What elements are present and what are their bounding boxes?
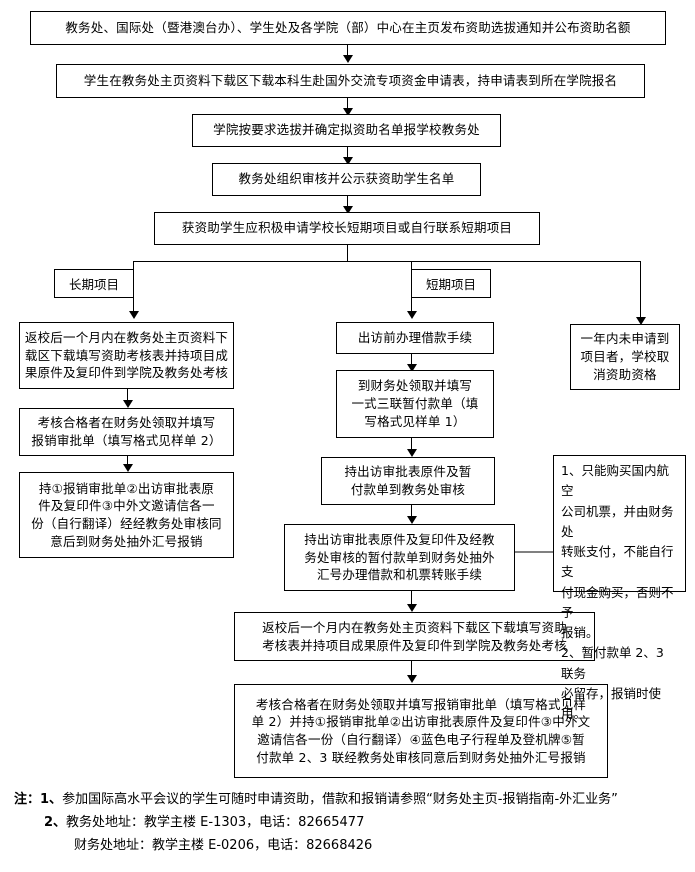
- branch-label-short-term: 短期项目: [411, 269, 491, 298]
- footnote-text-3: 财务处地址：教学主楼 E-0206，电话：82668426: [74, 837, 373, 853]
- footnote-text-2: 教务处地址：教学主楼 E-1303，电话：82665477: [66, 814, 365, 830]
- footnote-number-2: 2、: [44, 814, 67, 830]
- footnote-number-1: 1、: [40, 792, 63, 807]
- arrow-3-4: [343, 157, 353, 165]
- connector-mid-1-2: [411, 354, 412, 366]
- arrow-left-1-2: [123, 400, 133, 408]
- arrow-branch-right: [636, 317, 646, 325]
- connector-mid-2-3: [411, 438, 412, 451]
- arrow-mid-1-2: [407, 364, 417, 372]
- left-branch-box-1: 返校后一个月内在教务处主页资料下 载区下载填写资助考核表并持项目成 果原件及复印…: [19, 322, 234, 389]
- arrow-mid-5-6: [407, 675, 417, 683]
- arrow-2-3: [343, 108, 353, 116]
- connector-mid-5-6: [411, 661, 412, 677]
- connector-mid-4-5: [411, 591, 412, 606]
- connector-split-stem: [347, 245, 348, 262]
- middle-branch-box-3: 持出访审批表原件及暂 付款单到教务处审核: [321, 457, 495, 505]
- footnotes: 注： 1、 参加国际高水平会议的学生可随时申请资助，借款和报销请参照“财务处主页…: [14, 789, 694, 857]
- flow-step-1: 教务处、国际处（暨港澳台办）、学生处及各学院（部）中心在主页发布资助选拔通知并公…: [30, 11, 666, 45]
- connector-4-5: [347, 196, 348, 208]
- flow-step-2: 学生在教务处主页资料下载区下载本科生赴国外交流专项资金申请表，持申请表到所在学院…: [56, 64, 645, 98]
- right-branch-box-1: 一年内未申请到 项目者，学校取 消资助资格: [570, 324, 680, 390]
- connector-left-1-2: [127, 389, 128, 402]
- connector-3-4: [347, 147, 348, 159]
- flow-step-3: 学院按要求选拔并确定拟资助名单报学校教务处: [192, 114, 501, 147]
- arrow-branch-middle: [407, 311, 417, 319]
- arrow-mid-2-3: [407, 449, 417, 457]
- arrow-4-5: [343, 206, 353, 214]
- footnote-row-1: 注： 1、 参加国际高水平会议的学生可随时申请资助，借款和报销请参照“财务处主页…: [14, 789, 694, 812]
- left-branch-box-3: 持①报销审批单②出访审批表原 件及复印件③中外文邀请信各一 份（自行翻译）经经教…: [19, 472, 234, 558]
- middle-branch-box-6: 考核合格者在财务处领取并填写报销审批单（填写格式见样 单 2）并持①报销审批单②…: [234, 684, 608, 778]
- connector-left-2-3: [127, 456, 128, 467]
- connector-2-3: [347, 98, 348, 110]
- footnote-text-1: 参加国际高水平会议的学生可随时申请资助，借款和报销请参照“财务处主页-报销指南-…: [62, 792, 618, 807]
- side-notes-box: 1、只能购买国内航空 公司机票，并由财务处 转账支付，不能自行支 付现金购买，否…: [553, 455, 686, 721]
- arrow-mid-3-4: [407, 516, 417, 524]
- connector-mid-3-4: [411, 505, 412, 518]
- footnote-row-2: 2、 教务处地址：教学主楼 E-1303，电话：82665477: [14, 812, 694, 835]
- arrow-branch-left: [129, 311, 139, 319]
- connector-split-bus: [133, 261, 640, 262]
- arrow-mid-4-5: [407, 604, 417, 612]
- left-branch-box-2: 考核合格者在财务处领取并填写 报销审批单（填写格式见样单 2）: [19, 408, 234, 456]
- flow-step-5: 获资助学生应积极申请学校长短期项目或自行联系短期项目: [154, 212, 540, 245]
- footnote-marker: 注：: [14, 792, 41, 807]
- middle-branch-box-2: 到财务处领取并填写 一式三联暂付款单（填 写格式见样单 1）: [336, 370, 494, 438]
- middle-branch-box-5: 返校后一个月内在教务处主页资料下载区下载填写资助 考核表并持项目成果原件及复印件…: [234, 612, 595, 661]
- branch-label-long-term: 长期项目: [54, 269, 134, 298]
- footnote-row-3: 财务处地址：教学主楼 E-0206，电话：82668426: [14, 835, 694, 858]
- arrow-left-2-3: [123, 464, 133, 472]
- flow-step-4: 教务处组织审核并公示获资助学生名单: [212, 163, 481, 196]
- connector-split-right: [640, 261, 641, 319]
- connector-1-2: [347, 45, 348, 57]
- connector-notes-callout: [515, 551, 553, 553]
- arrow-1-2: [343, 55, 353, 63]
- middle-branch-box-1: 出访前办理借款手续: [336, 322, 494, 354]
- middle-branch-box-4: 持出访审批表原件及复印件及经教 务处审核的暂付款单到财务处抽外 汇号办理借款和机…: [284, 524, 515, 591]
